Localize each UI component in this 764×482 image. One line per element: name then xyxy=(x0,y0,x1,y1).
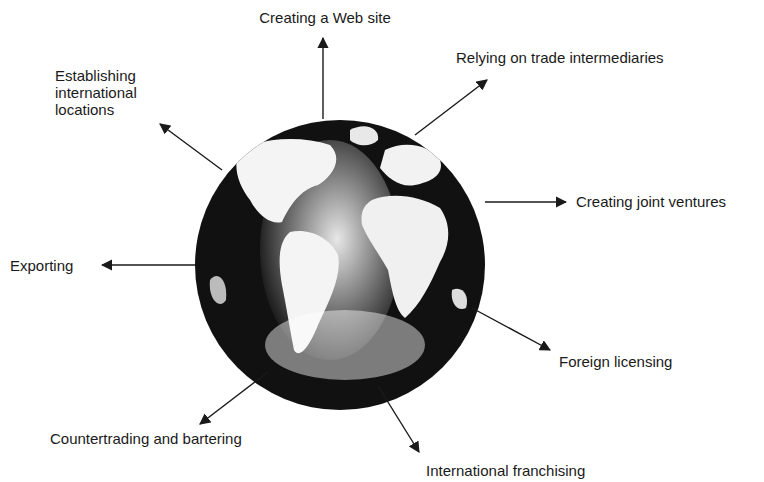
arrow xyxy=(160,124,222,170)
strategy-label: International franchising xyxy=(426,462,585,479)
arrow xyxy=(472,308,550,350)
arrows xyxy=(102,38,566,452)
arrow xyxy=(322,38,323,119)
strategy-label: Creating joint ventures xyxy=(576,193,726,210)
arrow xyxy=(485,201,566,202)
arrow xyxy=(378,386,419,452)
continents xyxy=(210,126,467,380)
strategy-label: Exporting xyxy=(10,257,73,274)
arrow xyxy=(200,372,268,424)
strategy-label: Establishing international locations xyxy=(55,67,167,118)
strategy-label: Relying on trade intermediaries xyxy=(456,49,664,66)
globe xyxy=(195,120,485,410)
strategy-label: Countertrading and bartering xyxy=(50,430,242,447)
arrow xyxy=(102,264,195,265)
strategy-label: Creating a Web site xyxy=(259,9,390,26)
strategy-label: Foreign licensing xyxy=(559,353,672,370)
arrow xyxy=(415,80,487,135)
